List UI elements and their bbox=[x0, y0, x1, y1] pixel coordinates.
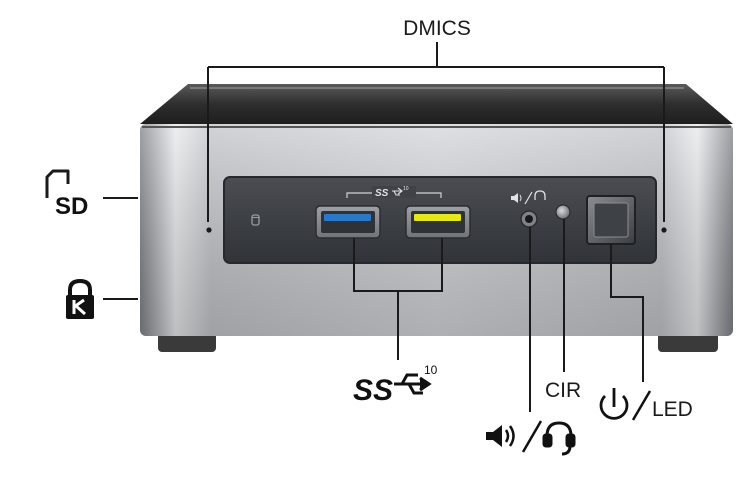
leader-lines bbox=[103, 42, 665, 412]
chassis-top bbox=[140, 84, 733, 124]
usb-speed-label: 10 bbox=[424, 363, 438, 377]
sd-card-icon bbox=[45, 169, 70, 198]
power-icon bbox=[599, 388, 629, 420]
panel-usb-trident-icon bbox=[392, 187, 403, 196]
usb-brand-label: SS bbox=[353, 374, 393, 407]
led-label: LED bbox=[652, 398, 693, 421]
usb-port-left[interactable] bbox=[315, 205, 381, 239]
dmic-left-hole bbox=[206, 227, 212, 233]
drive-activity-icon bbox=[251, 214, 260, 226]
usb-port-right-tongue bbox=[414, 214, 461, 221]
usb-port-right[interactable] bbox=[405, 205, 471, 239]
panel-usb-speed: 10 bbox=[403, 186, 409, 192]
cir-label: CIR bbox=[545, 379, 581, 402]
dmic-right-hole bbox=[661, 227, 667, 233]
led-separator bbox=[631, 390, 652, 421]
dmics-label: DMICS bbox=[403, 17, 471, 40]
led-leader bbox=[610, 244, 644, 382]
panel-audio-icon bbox=[511, 190, 546, 205]
audio-separator bbox=[521, 420, 543, 453]
dmics-leader bbox=[207, 42, 665, 222]
cir-sensor bbox=[555, 204, 571, 220]
speaker-icon bbox=[486, 425, 515, 447]
audio-jack[interactable] bbox=[520, 210, 538, 228]
usb-leader bbox=[353, 238, 443, 360]
kensington-lock-icon bbox=[66, 278, 94, 319]
power-button[interactable] bbox=[586, 195, 636, 245]
usb-trident-icon bbox=[394, 373, 432, 395]
usb-port-left-tongue bbox=[324, 214, 371, 221]
panel-usb-brand: SS bbox=[375, 188, 389, 199]
sd-label: SD bbox=[55, 193, 88, 220]
headset-icon bbox=[542, 421, 576, 456]
